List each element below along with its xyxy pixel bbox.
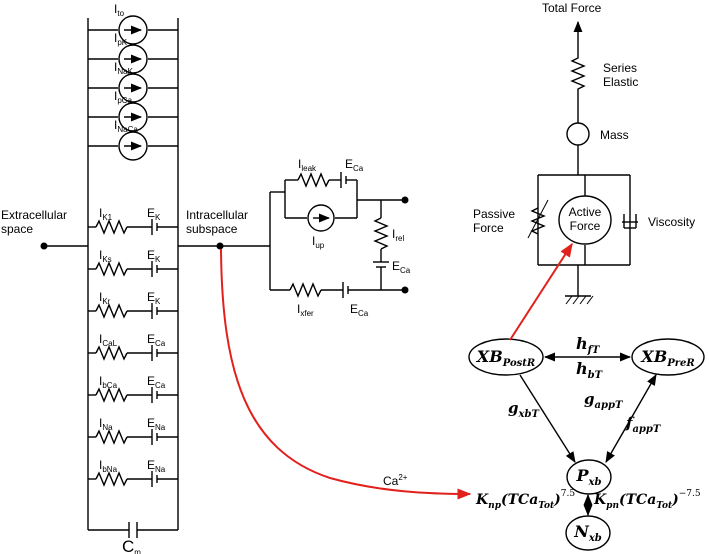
pump-icon bbox=[118, 15, 148, 45]
branch-current-label: INa bbox=[99, 416, 113, 432]
membrane-capacitor: Cm bbox=[88, 522, 178, 554]
intracellular-node bbox=[216, 242, 224, 250]
state-xb-prer bbox=[631, 338, 705, 376]
active-force-coupling-arrow bbox=[509, 242, 573, 341]
coupling-arrows: Ca2+ bbox=[220, 242, 573, 500]
branch-current-label: ICaL bbox=[99, 332, 118, 348]
rate-kpn: Kpn(TCaTot)−7.5 bbox=[593, 489, 701, 511]
branch-current-label: IbCa bbox=[99, 374, 118, 390]
xb-prer-label: XBPreR bbox=[640, 347, 694, 369]
sr-node-bottom bbox=[401, 286, 409, 294]
capacitor-label: Cm bbox=[122, 537, 141, 554]
pump-icon bbox=[118, 73, 148, 103]
sr-node-top bbox=[401, 196, 409, 204]
branch-current-label: IKr bbox=[99, 290, 111, 306]
resistor bbox=[95, 219, 128, 235]
series-elastic-spring bbox=[570, 52, 586, 123]
i-leak-label: Ileak bbox=[298, 157, 317, 173]
sr-circuit: Ileak ECa Iup Irel ECa Ixfer ECa bbox=[269, 157, 411, 318]
i-rel-label: Irel bbox=[392, 227, 404, 243]
pump-label: IpCa bbox=[114, 89, 133, 105]
pump-icon bbox=[118, 44, 148, 74]
e-ca-leak-label: ECa bbox=[345, 157, 364, 173]
active-force-element bbox=[558, 195, 612, 245]
mass-label: Mass bbox=[600, 128, 629, 142]
up-pump-icon bbox=[307, 204, 335, 232]
pump-icon bbox=[118, 102, 148, 132]
arrow-prer-pxb bbox=[605, 374, 657, 463]
rate-hft: hfT bbox=[576, 334, 601, 356]
branch-reversal-label: ECa bbox=[147, 332, 166, 348]
rate-hbt: hbT bbox=[576, 359, 604, 381]
pump-label: INaCa bbox=[114, 118, 138, 134]
crossbridge-states: XBPostR XBPreR Pxb Nxb hfT hbT gxbT gapp… bbox=[468, 334, 705, 551]
resistor bbox=[95, 261, 128, 277]
rate-gxbt: gxbT bbox=[508, 399, 540, 420]
branch-current-label: IKs bbox=[99, 248, 112, 264]
i-xfer-label: Ixfer bbox=[297, 302, 314, 318]
resistor bbox=[95, 471, 128, 487]
pump-label: INaK bbox=[114, 60, 134, 76]
arrow-postr-pxb bbox=[519, 374, 576, 463]
xb-postr-label: XBPostR bbox=[476, 347, 535, 369]
resistor bbox=[95, 429, 128, 445]
p-xb-label: Pxb bbox=[576, 466, 602, 488]
branch-current-label: IK1 bbox=[99, 206, 113, 222]
branch-reversal-label: ENa bbox=[147, 416, 166, 432]
calcium-coupling-arrow bbox=[220, 248, 472, 500]
pump-label: Ito bbox=[114, 2, 125, 18]
resistor bbox=[95, 303, 128, 319]
branch-reversal-label: EK bbox=[147, 248, 161, 264]
resistor bbox=[95, 387, 128, 403]
calcium-label: Ca2+ bbox=[383, 473, 408, 488]
state-xb-postr bbox=[468, 338, 544, 376]
pump-icon bbox=[118, 131, 148, 161]
viscosity-label: Viscosity bbox=[648, 215, 695, 229]
branch-current-label: IbNa bbox=[99, 458, 118, 474]
branch-reversal-label: EK bbox=[147, 206, 161, 222]
branch-reversal-label: EK bbox=[147, 290, 161, 306]
rate-gappt: gappT bbox=[584, 390, 624, 411]
e-ca-rel-label: ECa bbox=[392, 259, 411, 275]
rate-fappt: fappT bbox=[625, 414, 662, 435]
mass-icon bbox=[566, 122, 590, 146]
rate-knp: Knp(TCaTot)7.5 bbox=[475, 489, 575, 511]
i-up-label: Iup bbox=[312, 234, 325, 250]
extracellular-node bbox=[40, 242, 48, 250]
branch-reversal-label: ENa bbox=[147, 458, 166, 474]
branch-reversal-label: ECa bbox=[147, 374, 166, 390]
pump-label: IpK bbox=[114, 31, 128, 47]
resistor bbox=[95, 345, 128, 361]
n-xb-label: Nxb bbox=[573, 522, 602, 544]
e-ca-xfer-label: ECa bbox=[350, 302, 369, 318]
total-force-label: Total Force bbox=[542, 1, 602, 15]
